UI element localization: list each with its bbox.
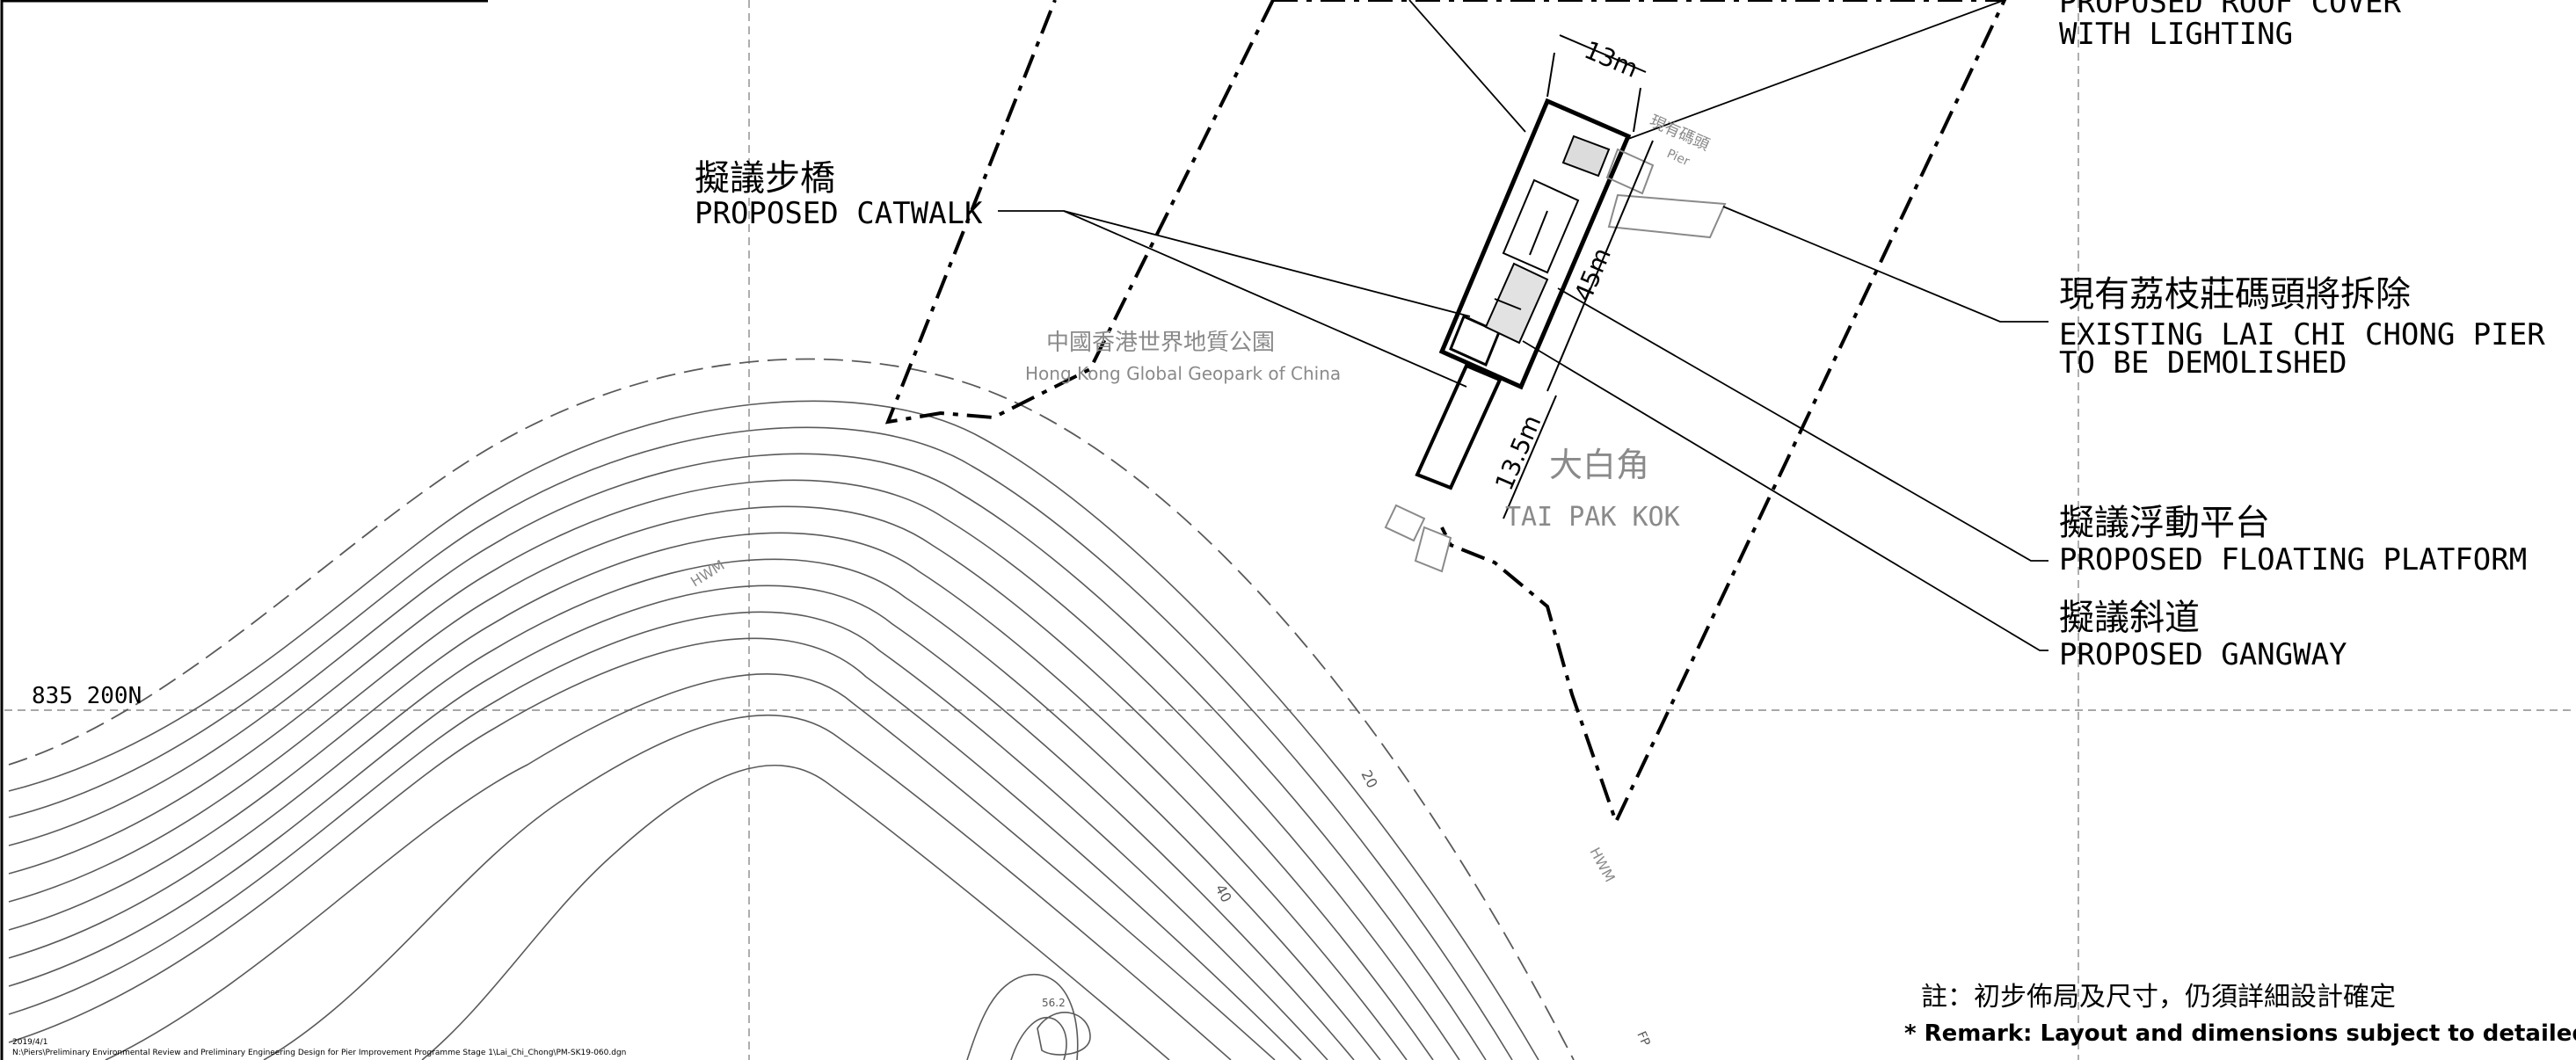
roof-cover-label-en-2: WITH LIGHTING — [2059, 17, 2293, 52]
existing-pier-label-zh: 現有荔枝莊碼頭將拆除 — [2059, 274, 2411, 315]
catwalk-label-en: PROPOSED CATWALK — [695, 196, 983, 231]
place-name-en: TAI PAK KOK — [1505, 502, 1680, 533]
floating-platform-label-en: PROPOSED FLOATING PLATFORM — [2059, 542, 2527, 577]
leader-lines — [998, 0, 2048, 651]
contour-label-40: 40 — [1212, 882, 1234, 905]
dimension-width-label: 13m — [1580, 35, 1642, 83]
file-info: 2019/4/1 N:\Piers\Preliminary Environmen… — [12, 1038, 626, 1057]
grid-north-label: 835 200N — [32, 683, 142, 709]
remark-zh: 註：初步佈局及尺寸，仍須詳細設計確定 — [1921, 982, 2396, 1013]
remark-en: * Remark: Layout and dimensions subject … — [1904, 1020, 2576, 1047]
existing-pier-label-en-1: EXISTING LAI CHI CHONG PIER — [2059, 317, 2545, 352]
dimension-length-label: 45m — [1568, 243, 1617, 306]
catwalk-label-zh: 擬議步橋 — [695, 158, 835, 199]
contour-label-20: 20 — [1357, 767, 1380, 791]
geopark-label-zh: 中國香港世界地質公園 — [1046, 330, 1275, 356]
geopark-label-en: Hong Kong Global Geopark of China — [1025, 363, 1341, 384]
gangway-label-en: PROPOSED GANGWAY — [2059, 637, 2347, 672]
callout-labels: PROPOSED ROOF COVER WITH LIGHTING 擬議步橋 P… — [695, 0, 2545, 672]
hwm-label-left: HWM — [688, 556, 727, 590]
spot-height-label: 56.2 — [1042, 997, 1066, 1009]
dimension-labels: 13m 45m 13.5m — [1489, 35, 1642, 495]
remarks: 註：初步佈局及尺寸，仍須詳細設計確定 * Remark: Layout and … — [1904, 982, 2576, 1047]
grid-lines — [4, 0, 2572, 1060]
contour-lines — [8, 400, 1539, 1060]
file-date: 2019/4/1 — [12, 1038, 47, 1047]
roof-cover-label-en-1: PROPOSED ROOF COVER — [2059, 0, 2401, 20]
existing-pier — [1384, 148, 1727, 573]
existing-pier-label-en-2: TO BE DEMOLISHED — [2059, 345, 2347, 381]
file-path: N:\Piers\Preliminary Environmental Revie… — [12, 1049, 626, 1057]
dimension-lines — [1503, 34, 1654, 519]
fp-label: FP — [1634, 1029, 1652, 1049]
drawing-frame — [0, 0, 488, 1060]
gangway-label-zh: 擬議斜道 — [2059, 598, 2200, 638]
high-water-mark-line — [8, 358, 1575, 1060]
map-annotations: 中國香港世界地質公園 Hong Kong Global Geopark of C… — [32, 112, 1712, 1048]
pier-tag-en: Pier — [1664, 147, 1692, 169]
hwm-label-right: HWM — [1586, 845, 1618, 885]
place-name-zh: 大白角 — [1549, 446, 1649, 484]
dimension-catwalk-label: 13.5m — [1489, 410, 1546, 494]
proposed-pier — [1415, 98, 1632, 490]
existing-pier-tag: 現有碼頭 — [1647, 112, 1712, 154]
project-boundary — [884, 0, 2007, 827]
floating-platform-label-zh: 擬議浮動平台 — [2059, 503, 2270, 543]
